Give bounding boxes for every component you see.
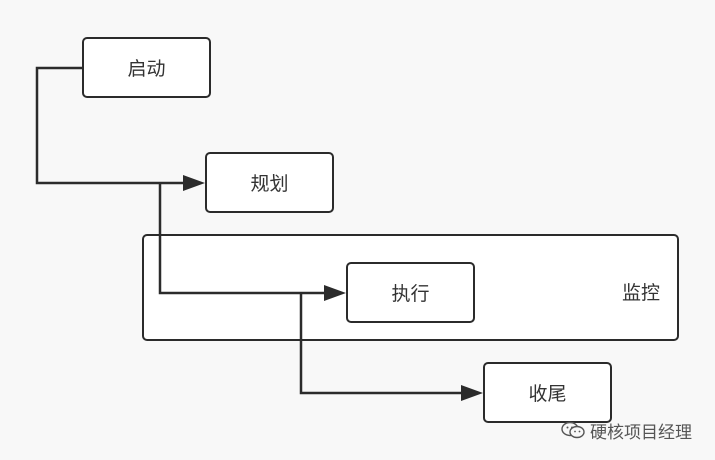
node-initiating-label: 启动 (127, 58, 166, 80)
arrowhead-closing (461, 385, 483, 401)
arrowhead-planning (183, 175, 205, 191)
arrowhead-executing (324, 285, 346, 301)
connector-initiating-to-planning (35, 66, 185, 185)
connector-planning-to-executing (158, 183, 326, 295)
wechat-icon (561, 421, 585, 439)
monitoring-group-label: 监控 (622, 282, 661, 304)
watermark: 硬核项目经理 (560, 418, 692, 443)
node-closing: 收尾 (483, 362, 612, 423)
node-executing: 执行 (346, 262, 475, 323)
node-executing-label: 执行 (391, 283, 430, 305)
node-closing-label: 收尾 (528, 383, 567, 405)
node-initiating: 启动 (82, 37, 211, 98)
node-planning-label: 规划 (250, 173, 289, 195)
watermark-text: 硬核项目经理 (590, 422, 692, 443)
node-planning: 规划 (205, 152, 334, 213)
connector-executing-to-closing (299, 293, 463, 395)
